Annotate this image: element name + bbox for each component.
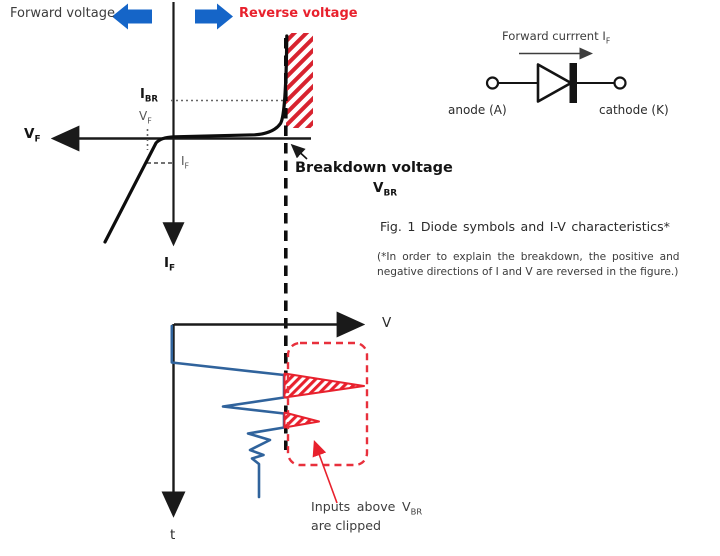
- cathode-bar: [569, 63, 577, 103]
- reverse-voltage-label: Reverse voltage: [239, 6, 358, 21]
- vf-point-label: VF: [139, 109, 152, 126]
- caption-note-line2: negative directions of I and V are rever…: [377, 265, 679, 278]
- clipped-peak-2: [283, 411, 320, 429]
- clip-pointer-arrow: [312, 439, 338, 504]
- diode-symbol: [485, 47, 627, 103]
- clip-note-line1: Inputs above VBR: [311, 499, 423, 517]
- breakdown-pointer-arrow: [290, 143, 308, 160]
- clip-note-line2: are clipped: [311, 518, 382, 534]
- waveform-line: [170, 324, 286, 499]
- if-axis-label: IF: [164, 255, 176, 274]
- diode-triangle: [536, 63, 573, 103]
- clip-region-box: [286, 341, 369, 467]
- forward-current-label: Forward currrent IF: [502, 29, 611, 46]
- v-axis-label: V: [382, 315, 392, 331]
- reverse-direction-arrow-icon: [195, 3, 233, 30]
- cathode-label: cathode (K): [599, 103, 669, 117]
- breakdown-voltage-label: Breakdown voltage: [295, 160, 453, 176]
- figure-caption-title: Fig. 1 Diode symbols and I-V characteris…: [380, 219, 670, 234]
- iv-curve: [103, 34, 289, 244]
- forward-direction-arrow-icon: [112, 3, 152, 30]
- t-axis-label: t: [170, 527, 176, 543]
- cathode-terminal: [613, 76, 627, 90]
- caption-note-line1: (*In order to explain the breakdown, the…: [377, 251, 680, 263]
- anode-label: anode (A): [448, 103, 507, 117]
- ibr-label: IBR: [140, 87, 158, 105]
- if-point-label: IF: [181, 154, 190, 171]
- vbr-label: VBR: [373, 180, 398, 199]
- figure-caption-note: (*In order to explain the breakdown, the…: [377, 250, 717, 279]
- vf-axis-label: VF: [24, 126, 41, 145]
- clip-note-label: Inputs above VBR are clipped: [311, 499, 423, 534]
- breakdown-hatch-region: [286, 33, 313, 128]
- clipped-peak-1: [283, 372, 365, 399]
- anode-terminal: [485, 76, 500, 90]
- forward-voltage-label: Forward voltage: [10, 6, 115, 21]
